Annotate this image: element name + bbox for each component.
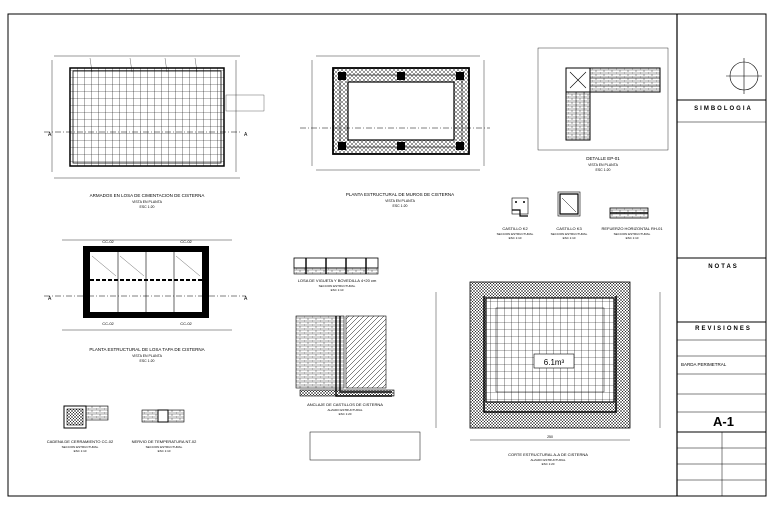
drawing-refuerzo [609, 207, 649, 219]
label-a-right: A [244, 132, 248, 138]
volume-label-box [533, 353, 575, 369]
sub-losa-cimentacion: VISTA EN PLANTA [132, 200, 162, 204]
title-block-revisiones: REVISIONES [695, 326, 752, 332]
sub-k3: SECCION ESTRUCTURAL [551, 232, 588, 236]
volume-label: 6.1m³ [544, 358, 565, 367]
scale-anclaje: ESC 1:20 [339, 412, 352, 416]
drawing-detalle [537, 47, 669, 151]
sub-refuerzo: SECCION ESTRUCTURAL [614, 232, 651, 236]
drawing-cadena [63, 405, 109, 429]
sub-vigueta: SECCION ESTRUCTURAL [319, 284, 356, 288]
label-cc02-d: CC-02 [180, 321, 192, 326]
title-block-notas: NOTAS [708, 264, 739, 270]
scale-muros: ESC 1:20 [393, 204, 408, 208]
sheet-border [7, 13, 767, 497]
scale-corte: ESC 1:20 [542, 462, 555, 466]
title-block-sheet-number: A-1 [713, 414, 734, 429]
sub-cadena: SECCION ESTRUCTURAL [62, 445, 99, 449]
sub-losa-tapa: VISTA EN PLANTA [132, 354, 162, 358]
sub-k2: SECCION ESTRUCTURAL [497, 232, 534, 236]
title-losa-cimentacion: ARMADOS EN LOSA DE CIMENTACION DE CISTER… [90, 193, 205, 198]
drawing-castillo-k2 [511, 197, 529, 217]
dimension-label: 250 [547, 435, 553, 439]
drawing-muros [300, 55, 490, 171]
scale-k3: ESC 1:10 [563, 236, 576, 240]
drawing-losa-cimentacion [44, 55, 265, 179]
drawing-anclaje [295, 315, 395, 397]
sub-muros: VISTA EN PLANTA [385, 199, 415, 203]
title-losa-tapa: PLANTA ESTRUCTURAL DE LOSA TAPA DE CISTE… [89, 347, 204, 352]
sub-anclaje: ALZADO ESTRUCTURAL [327, 408, 362, 412]
scale-losa-cimentacion: ESC 1:20 [140, 205, 155, 209]
scale-losa-tapa: ESC 1:20 [140, 359, 155, 363]
drawing-titles: ARMADOS EN LOSA DE CIMENTACION DE CISTER… [47, 132, 664, 466]
title-block-proyecto: BARDA PERIMETRAL [681, 362, 727, 367]
title-refuerzo: REFUERZO HORIZONTAL RH-01 [601, 226, 663, 231]
title-vigueta: LOSA DE VIGUETA Y BOVEDILLA 4+20 cm [298, 278, 377, 283]
drawing-corte [435, 281, 661, 441]
title-k2: CASTILLO K2 [502, 226, 528, 231]
scale-vigueta: ESC 1:10 [331, 288, 344, 292]
title-cadena: CADENA DE CERRAMIENTO CC-02 [47, 439, 114, 444]
label-cc02-c: CC-02 [102, 321, 114, 326]
drawing-nervio [141, 409, 185, 423]
title-muros: PLANTA ESTRUCTURAL DE MUROS DE CISTERNA [346, 192, 454, 197]
sub-detalle: VISTA EN PLANTA [588, 163, 618, 167]
scale-k2: ESC 1:10 [509, 236, 522, 240]
scale-nervio: ESC 1:10 [158, 449, 171, 453]
label-a-right-2: A [244, 296, 248, 302]
label-a-left: A [48, 132, 52, 138]
scale-detalle: ESC 1:20 [596, 168, 611, 172]
title-detalle: DETALLE EP-01 [586, 156, 620, 161]
title-corte: CORTE ESTRUCTURAL A-A DE CISTERNA [508, 452, 588, 457]
sub-nervio: SECCION ESTRUCTURAL [146, 445, 183, 449]
title-block-simbologia: SIMBOLOGIA [694, 106, 753, 112]
label-a-left-2: A [48, 296, 52, 302]
drawing-castillo-k3 [557, 191, 581, 217]
scale-refuerzo: ESC 1:10 [626, 236, 639, 240]
label-cc02-a: CC-02 [102, 239, 114, 244]
title-nervio: NERVIO DE TEMPERATURA NT-02 [132, 439, 197, 444]
drawing-losa-tapa [44, 239, 246, 331]
title-k3: CASTILLO K3 [556, 226, 582, 231]
sub-corte: ALZADO ESTRUCTURAL [530, 458, 565, 462]
scale-cadena: ESC 1:10 [74, 449, 87, 453]
title-anclaje: ANCLAJE DE CASTILLOS DE CISTERNA [307, 402, 383, 407]
label-cc02-b: CC-02 [180, 239, 192, 244]
notes-box [309, 431, 421, 461]
title-block-lines [677, 58, 766, 496]
drawing-vigueta [293, 257, 379, 275]
